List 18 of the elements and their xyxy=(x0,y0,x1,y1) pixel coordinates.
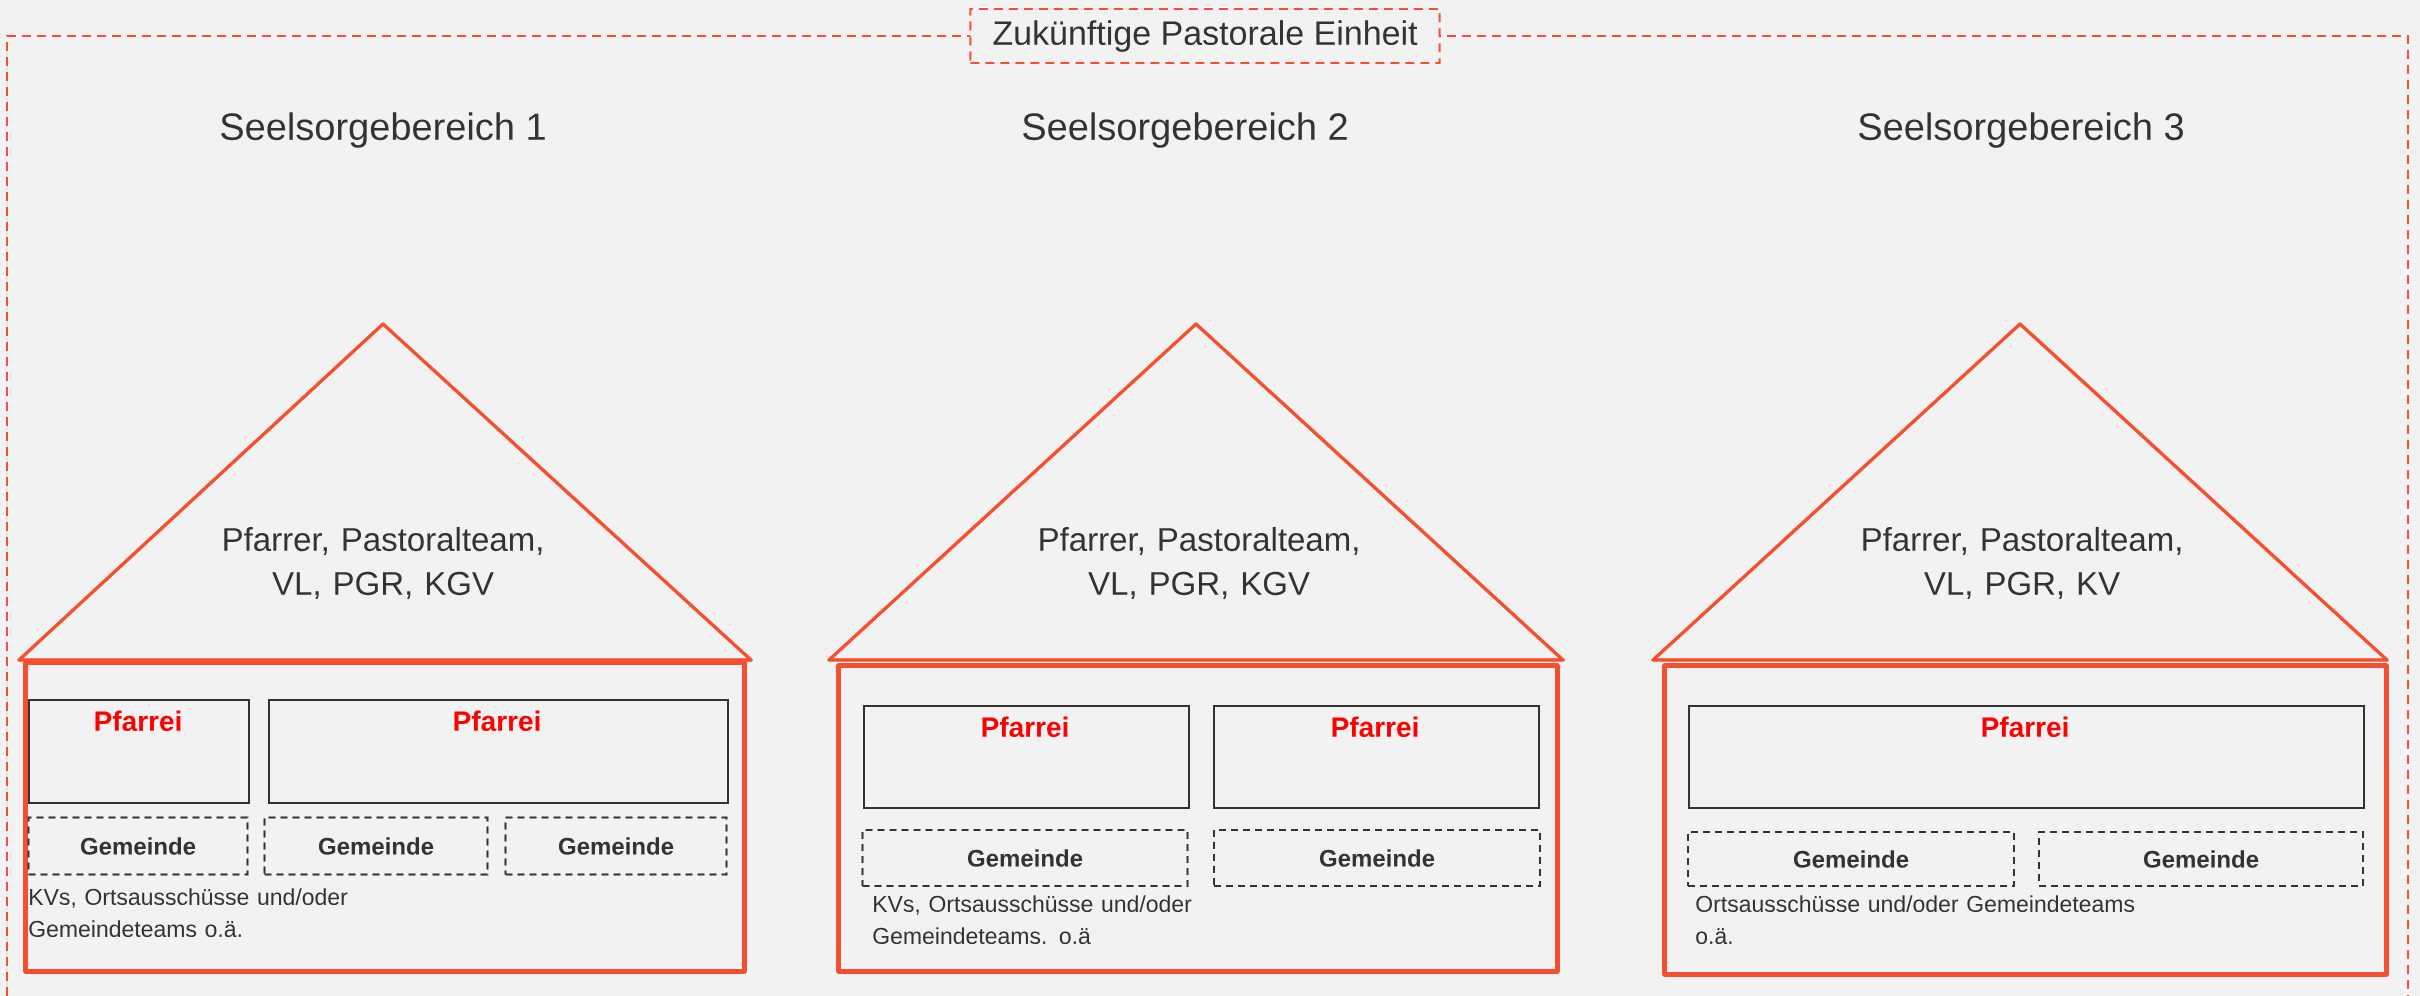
community-box: Gemeinde xyxy=(1213,829,1541,887)
area-heading: Seelsorgebereich 2 xyxy=(1023,112,1347,148)
community-box: Gemeinde xyxy=(504,816,728,876)
parish-box: Pfarrei xyxy=(1213,705,1540,809)
parish-box: Pfarrei xyxy=(1688,705,2366,809)
roof-triangle: Pfarrer, Pastoralteam, VL, PGR, KGV xyxy=(827,322,1565,662)
parish-box: Pfarrei xyxy=(863,705,1190,809)
community-box: Gemeinde xyxy=(861,829,1189,887)
roof-triangle: Pfarrer, Pastoralteam, VL, PGR, KGV xyxy=(17,322,753,662)
community-box: Gemeinde xyxy=(1687,831,2015,887)
parish-box: Pfarrei xyxy=(268,699,729,804)
area-heading: Seelsorgebereich 3 xyxy=(1859,112,2183,148)
parish-box: Pfarrei xyxy=(28,699,250,804)
community-box: Gemeinde xyxy=(2038,831,2365,887)
community-box: Gemeinde xyxy=(27,816,249,876)
roof-triangle: Pfarrer, Pastoralteam, VL, PGR, KV xyxy=(1651,322,2389,662)
area-heading: Seelsorgebereich 1 xyxy=(221,112,545,148)
community-box: Gemeinde xyxy=(263,816,489,876)
